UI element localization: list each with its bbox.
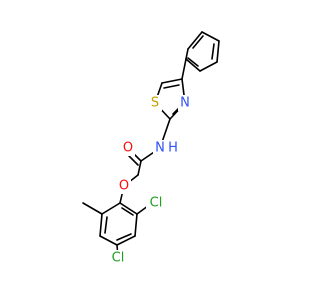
bond-phenyl-thiazole	[181, 58, 187, 80]
bond-aryl-6	[101, 202, 121, 215]
bond-aryl-1	[119, 202, 138, 215]
bond-phenyl-double-b	[211, 43, 215, 60]
atom-hydrogen-amide: H	[168, 141, 178, 156]
bond-phenyl-double-c	[187, 57, 199, 67]
atom-nitrogen-amide: N	[155, 141, 165, 156]
bond-aryl-5	[99, 213, 103, 237]
atom-labels-layer: O N H O S N Cl Cl	[108, 95, 192, 268]
bonds-layer	[82, 31, 220, 259]
bond-aryl-4	[99, 235, 118, 246]
bond-phenyl-1	[187, 31, 203, 50]
bond-aryl-2	[134, 213, 138, 237]
bond-phenyl-2	[201, 31, 220, 42]
atom-oxygen-carbonyl: O	[123, 141, 133, 156]
molecule-structure-diagram: O N H O S N Cl Cl	[82, 31, 220, 268]
atom-chlorine-para: Cl	[112, 251, 125, 266]
bond-phenyl-6	[185, 48, 189, 60]
bond-methyl	[82, 202, 103, 215]
atom-sulfur: S	[151, 96, 159, 111]
bond-thiazole-c4-c5	[161, 78, 183, 84]
bond-phenyl-3	[216, 40, 220, 63]
bond-phenyl-5	[185, 58, 201, 72]
bond-carbonyl-ch2	[137, 160, 142, 176]
bond-aryl-double-a	[121, 207, 134, 216]
bond-phenyl-double-a	[192, 35, 204, 49]
bond-phenyl-4	[199, 61, 218, 72]
bond-aryl-double-b	[116, 233, 132, 241]
bond-aryl-3	[116, 235, 136, 246]
atom-nitrogen-thiazole: N	[180, 96, 190, 111]
bond-thiazole-double-a	[163, 84, 180, 89]
atom-oxygen-ether: O	[119, 179, 129, 194]
bond-aryl-double-c	[104, 216, 108, 234]
atom-chlorine-ortho: Cl	[150, 196, 163, 211]
